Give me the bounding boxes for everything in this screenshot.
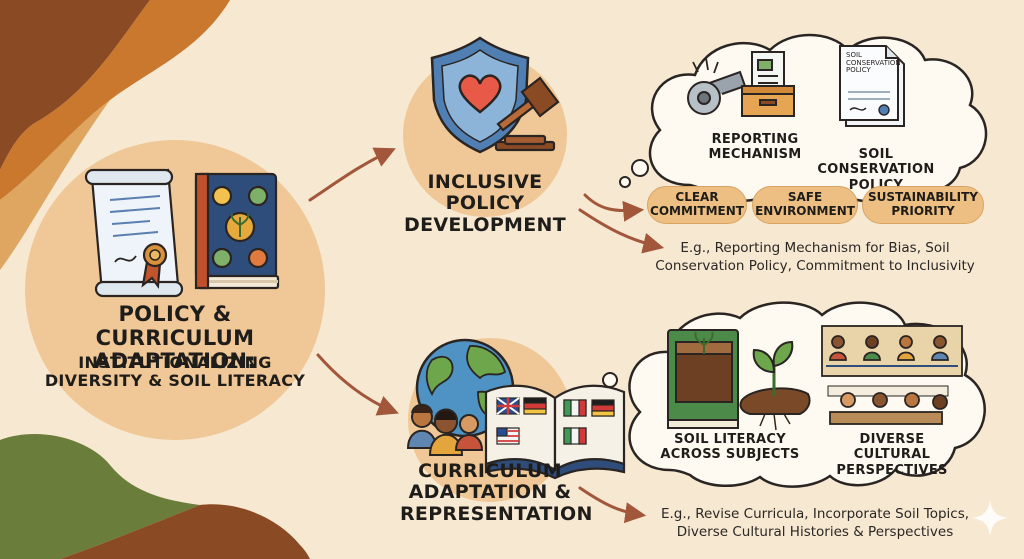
soil-literacy-line2: ACROSS SUBJECTS xyxy=(660,447,800,462)
policy-branch-title: INCLUSIVE POLICY DEVELOPMENT xyxy=(395,172,575,236)
policy-example-line2: Conservation Policy, Commitment to Inclu… xyxy=(640,258,990,276)
curriculum-title-line3: REPRESENTATION xyxy=(400,504,580,525)
reporting-mechanism-label: REPORTING MECHANISM xyxy=(700,132,810,163)
curriculum-branch-title: CURRICULUM ADAPTATION & REPRESENTATION xyxy=(400,461,580,525)
policy-example-text: E.g., Reporting Mechanism for Bias, Soil… xyxy=(640,240,990,275)
curriculum-example-line1: E.g., Revise Curricula, Incorporate Soil… xyxy=(640,506,990,524)
main-subtitle-line1: INSTITUTIONALIZING xyxy=(40,354,310,372)
pill-2-line1: SAFE xyxy=(755,191,855,205)
main-subtitle: INSTITUTIONALIZING DIVERSITY & SOIL LITE… xyxy=(40,354,310,390)
doc-text-line3: POLICY xyxy=(846,67,896,75)
policy-title-line2: DEVELOPMENT xyxy=(395,215,575,236)
curriculum-title-line1: CURRICULUM xyxy=(400,461,580,482)
policy-document-text: SOIL CONSERVATION POLICY xyxy=(846,52,896,75)
reporting-label-line2: MECHANISM xyxy=(700,147,810,162)
cultural-label-line2: PERSPECTIVES xyxy=(822,463,962,478)
pill-2-line2: ENVIRONMENT xyxy=(755,205,855,219)
main-title-line1: POLICY & CURRICULUM xyxy=(40,303,310,350)
book-icon xyxy=(196,174,278,288)
diploma-icon xyxy=(86,170,182,296)
curriculum-title-line2: ADAPTATION & xyxy=(400,482,580,503)
policy-example-line1: E.g., Reporting Mechanism for Bias, Soil xyxy=(640,240,990,258)
cultural-label-line1: DIVERSE CULTURAL xyxy=(822,432,962,463)
cloud-tail-top xyxy=(620,160,648,187)
diverse-cultural-perspectives-label: DIVERSE CULTURAL PERSPECTIVES xyxy=(822,432,962,478)
curriculum-example-text: E.g., Revise Curricula, Incorporate Soil… xyxy=(640,506,990,541)
pill-3-line2: PRIORITY xyxy=(868,205,978,219)
curriculum-example-line2: Diverse Cultural Histories & Perspective… xyxy=(640,524,990,542)
soil-book-icon xyxy=(668,330,738,428)
policy-title-line1: INCLUSIVE POLICY xyxy=(395,172,575,215)
pill-1-line2: COMMITMENT xyxy=(650,205,744,219)
pill-1-line1: CLEAR xyxy=(650,191,744,205)
soil-literacy-line1: SOIL LITERACY xyxy=(660,432,800,447)
main-subtitle-line2: DIVERSITY & SOIL LITERACY xyxy=(40,372,310,390)
pill-3-line1: SUSTAINABILITY xyxy=(868,191,978,205)
reporting-label-line1: REPORTING xyxy=(700,132,810,147)
soil-policy-label-line1: SOIL CONSERVATION xyxy=(806,147,946,178)
soil-literacy-label: SOIL LITERACY ACROSS SUBJECTS xyxy=(660,432,800,463)
